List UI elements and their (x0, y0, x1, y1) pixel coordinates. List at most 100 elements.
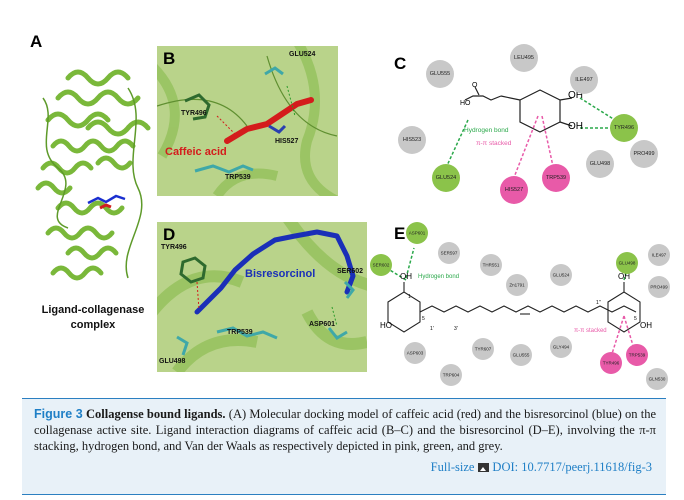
figure-title: Collagense bound ligands. (86, 407, 226, 421)
res-label: GLY494 (552, 344, 570, 350)
res-label: TYR496 (602, 360, 620, 366)
panel-b-res-his527: HIS527 (275, 138, 299, 145)
panel-a-label-line2: complex (70, 319, 116, 331)
panel-e-pi-label: π-π stacked (574, 328, 607, 334)
panel-a-protein-image (35, 69, 151, 281)
panel-e-num-3p: 3' (454, 326, 458, 332)
res-label: TRP604 (442, 372, 460, 378)
res-label: GLN530 (648, 376, 666, 382)
panel-d-structure (157, 222, 367, 372)
panel-b-res-trp539: TRP539 (225, 174, 251, 181)
panel-b-res-glu524: GLU524 (289, 51, 316, 58)
panel-c-hbond-label: Hydrogen bond (464, 127, 509, 134)
doi-link[interactable]: DOI: 10.7717/peerj.11618/fig-3 (492, 460, 652, 474)
panel-e-num-5: 5 (422, 316, 425, 322)
res-label: GLU555 (429, 71, 451, 77)
panel-d-res-glu498: GLU498 (159, 358, 186, 365)
panel-e-residue-gly494: GLY494 (550, 336, 572, 358)
figure-caption-box: Figure 3 Collagense bound ligands. (A) M… (22, 398, 666, 495)
panel-c-pi-label: π-π stacked (476, 140, 512, 147)
res-label: GLU524 (552, 272, 570, 278)
res-label: HIS523 (402, 137, 422, 143)
figure-links: Full-size DOI: 10.7717/peerj.11618/fig-3 (431, 460, 652, 475)
panel-e-hbond-label: Hydrogen bond (418, 274, 460, 280)
panel-e-residue-trp539: TRP539 (626, 344, 648, 366)
panel-e-residue-ser597: SER597 (438, 242, 460, 264)
panel-b-structure (157, 46, 338, 196)
panel-e-residue-ile497: ILE497 (648, 244, 670, 266)
figure-caption-text: (A) Molecular docking model of caffeic a… (34, 407, 656, 453)
panel-c-atom-o: O (472, 82, 478, 89)
panel-d-res-tyr496: TYR496 (161, 244, 187, 251)
panel-e-residue-asp601: ASP601 (406, 222, 428, 244)
panel-c-atom-ho: HO (460, 100, 471, 107)
res-label: HIS527 (504, 187, 524, 193)
panel-e-num-1: 1 (408, 294, 411, 300)
panel-e-residue-glu498: GLU498 (616, 252, 638, 274)
full-size-link[interactable]: Full-size (430, 460, 475, 474)
panel-d-ligand-label: Bisresorcinol (245, 268, 316, 280)
panel-a-label-line1: Ligand-collagenase (41, 304, 145, 316)
panel-e-residue-trp604: TRP604 (440, 364, 462, 386)
panel-d-image: D TYR496 SER602 TRP539 ASP601 GLU498 Bis… (157, 222, 367, 372)
panel-c-residue-pro499: PRO499 (630, 140, 658, 168)
figure-caption: Figure 3 Collagense bound ligands. (A) M… (34, 406, 656, 454)
panel-e-diagram (379, 247, 641, 361)
panel-d-res-trp539: TRP539 (227, 329, 253, 336)
panel-c-residue-his527: HIS527 (500, 176, 528, 204)
panel-e-letter: E (394, 224, 406, 243)
res-label: TRP539 (628, 352, 646, 358)
panel-e-residue-tyr496: TYR496 (600, 352, 622, 374)
res-label: PRO499 (650, 284, 668, 290)
panel-a-label: Ligand-collagenase complex (28, 303, 158, 333)
res-label: GLU555 (512, 352, 530, 358)
figure-number: Figure 3 (34, 407, 83, 421)
panel-e-atom-oh-left: OH (400, 272, 412, 281)
panel-e-residue-zn1791: Zn1791 (506, 274, 528, 296)
panel-c-diagram (444, 86, 616, 181)
panel-c-residue-tyr496: TYR496 (610, 114, 638, 142)
panel-e: E OH HO OH OH 1 5 1' 3' 1'' 5 Hydrogen b… (370, 220, 670, 396)
panel-c-residue-leu495: LEU495 (510, 44, 538, 72)
res-label: SER597 (440, 250, 458, 256)
panel-c-residue-trp539: TRP539 (542, 164, 570, 192)
res-label: TRP539 (545, 175, 567, 181)
panel-d-letter: D (163, 225, 176, 244)
res-label: ILE497 (575, 77, 593, 83)
panel-e-residue-tyr607: TYR607 (472, 338, 494, 360)
panel-c-residue-ile497: ILE497 (570, 66, 598, 94)
panel-e-num-1p: 1' (430, 326, 434, 332)
panel-e-num-5r: 5 (634, 316, 637, 322)
panel-c-atom-oh2: OH (568, 121, 583, 132)
res-label: ILE497 (651, 252, 667, 258)
panel-b-image: B GLU524 TYR496 HIS527 TRP539 Caffeic ac… (157, 46, 338, 196)
res-label: TYR496 (613, 125, 635, 131)
panel-e-residue-glu555: GLU555 (510, 344, 532, 366)
res-label: GLU498 (589, 161, 611, 167)
panel-b-res-tyr496: TYR496 (181, 110, 207, 117)
panel-e-residue-ser602: SER602 (370, 254, 392, 276)
res-label: THR551 (482, 262, 500, 268)
panel-e-residue-glu524: GLU524 (550, 264, 572, 286)
panel-e-residue-asp603: ASP603 (404, 342, 426, 364)
panel-d-res-asp601: ASP601 (309, 321, 336, 328)
image-icon (478, 462, 490, 472)
res-label: TYR607 (474, 346, 492, 352)
panel-c-residue-glu555: GLU555 (426, 60, 454, 88)
res-label: Zn1791 (509, 282, 525, 288)
res-label: SER602 (372, 262, 390, 268)
panel-c-atom-oh1: OH (568, 90, 583, 101)
panel-e-residue-pro499: PRO499 (648, 276, 670, 298)
panel-e-residue-gln530: GLN530 (646, 368, 668, 390)
panel-c-residue-glu498: GLU498 (586, 150, 614, 178)
res-label: GLU498 (618, 260, 636, 266)
panel-e-atom-ho: HO (380, 321, 392, 330)
res-label: LEU495 (514, 55, 534, 61)
panel-b-ligand-label: Caffeic acid (165, 146, 227, 158)
panel-e-atom-oh-right2: OH (640, 321, 652, 330)
res-label: GLU524 (435, 175, 457, 181)
res-label: ASP601 (408, 230, 426, 236)
panel-d-res-ser602: SER602 (337, 268, 364, 275)
panel-c: C O HO OH OH Hydrogen bond π-π stacked L… (380, 40, 670, 215)
panel-a-letter: A (30, 32, 43, 51)
